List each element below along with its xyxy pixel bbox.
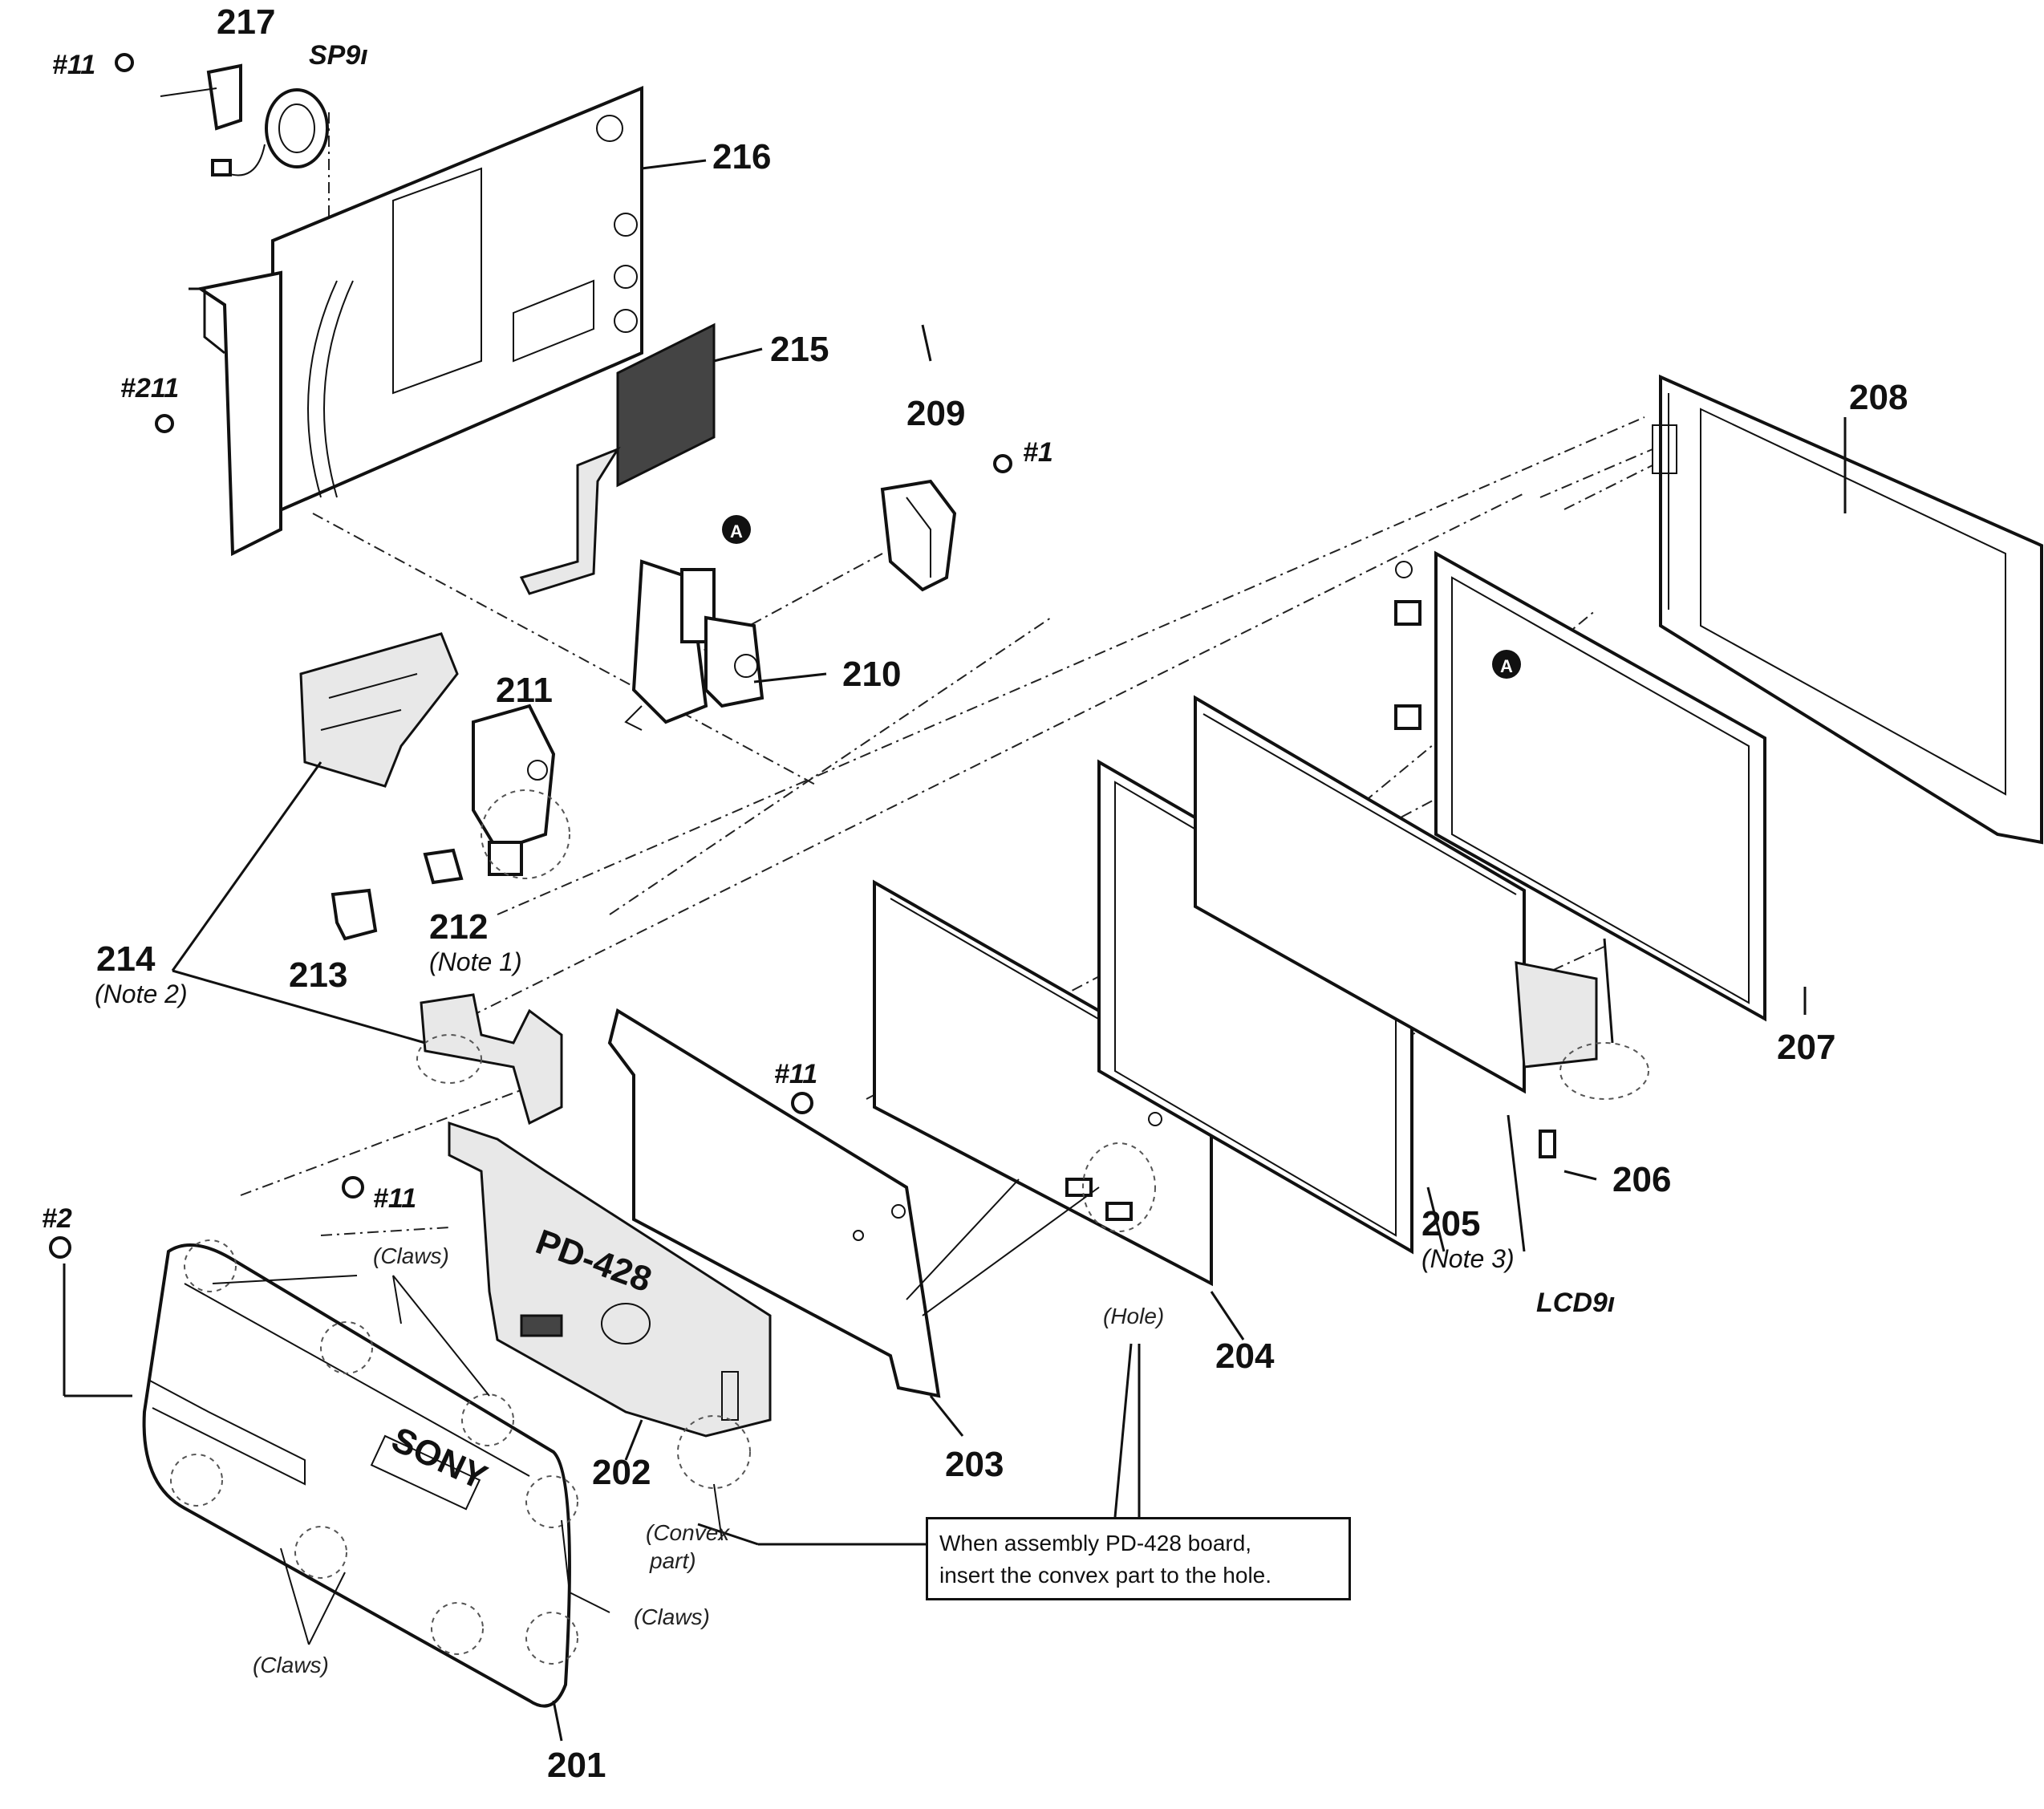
bracket-214-upper (299, 632, 459, 788)
frame-board-216 (155, 86, 643, 557)
label-screw-11-a: #11 (52, 50, 95, 80)
hinge-part-209 (880, 454, 1012, 592)
label-214: 214 (96, 939, 156, 979)
marker-a-2-text: A (1500, 656, 1513, 676)
label-201: 201 (547, 1746, 606, 1785)
assembly-note-callout: When assembly PD-428 board, insert the c… (926, 1517, 1351, 1600)
small-parts-212-213 (331, 848, 464, 941)
label-note-1: (Note 1) (429, 947, 522, 976)
lcd-panel (1194, 695, 1649, 1158)
label-209: 209 (906, 394, 965, 433)
speaker-assembly (115, 53, 329, 176)
label-screw-1: #1 (1023, 437, 1053, 468)
front-cabinet-201: SONY (49, 1236, 578, 1708)
label-205: 205 (1421, 1204, 1480, 1243)
part-labels: 217 SP9ı #11 216 215 #211 209 #1 208 A A… (42, 2, 1908, 1785)
label-210: 210 (842, 655, 901, 694)
label-212: 212 (429, 907, 488, 947)
callout-line-2: insert the convex part to the hole. (939, 1563, 1272, 1588)
label-screw-11-b: #11 (774, 1059, 817, 1089)
label-note-2: (Note 2) (95, 980, 188, 1008)
label-note-3: (Note 3) (1421, 1244, 1515, 1273)
label-claws-right: (Claws) (634, 1604, 710, 1629)
label-screw-11-c: #11 (373, 1183, 416, 1214)
board-202: PD-428 (342, 1121, 772, 1489)
cabinet-208 (1652, 374, 2043, 845)
hinge-bracket-210 (624, 559, 764, 731)
label-206: 206 (1612, 1160, 1671, 1199)
marker-a-1-text: A (730, 521, 743, 541)
callout-line-1: When assembly PD-428 board, (939, 1531, 1252, 1555)
label-203: 203 (945, 1445, 1004, 1484)
label-lcd9: LCD9ı (1536, 1288, 1615, 1318)
shield-plate-203 (607, 1008, 941, 1398)
label-convex-2: part) (649, 1548, 696, 1573)
label-216: 216 (712, 137, 771, 176)
leader-lines (63, 159, 1847, 1742)
label-claws-bottom: (Claws) (253, 1653, 329, 1677)
flex-cable-215 (519, 322, 716, 595)
bracket-214-lower (416, 993, 563, 1126)
label-207: 207 (1777, 1028, 1835, 1067)
label-211: 211 (496, 671, 553, 710)
label-217: 217 (217, 2, 275, 42)
label-convex-1: (Convex (646, 1520, 730, 1545)
label-215: 215 (770, 330, 829, 369)
switch-block-211 (472, 704, 570, 879)
marker-a-1: A (722, 515, 751, 544)
label-sp9: SP9ı (309, 40, 368, 71)
label-202: 202 (592, 1453, 651, 1492)
label-claws-top: (Claws) (373, 1243, 449, 1268)
label-screw-211: #211 (120, 373, 179, 404)
label-208: 208 (1849, 378, 1908, 417)
label-204: 204 (1215, 1336, 1275, 1376)
marker-a-2: A (1492, 650, 1521, 679)
label-213: 213 (289, 955, 347, 995)
label-screw-2: #2 (42, 1203, 72, 1234)
label-hole: (Hole) (1103, 1304, 1164, 1328)
